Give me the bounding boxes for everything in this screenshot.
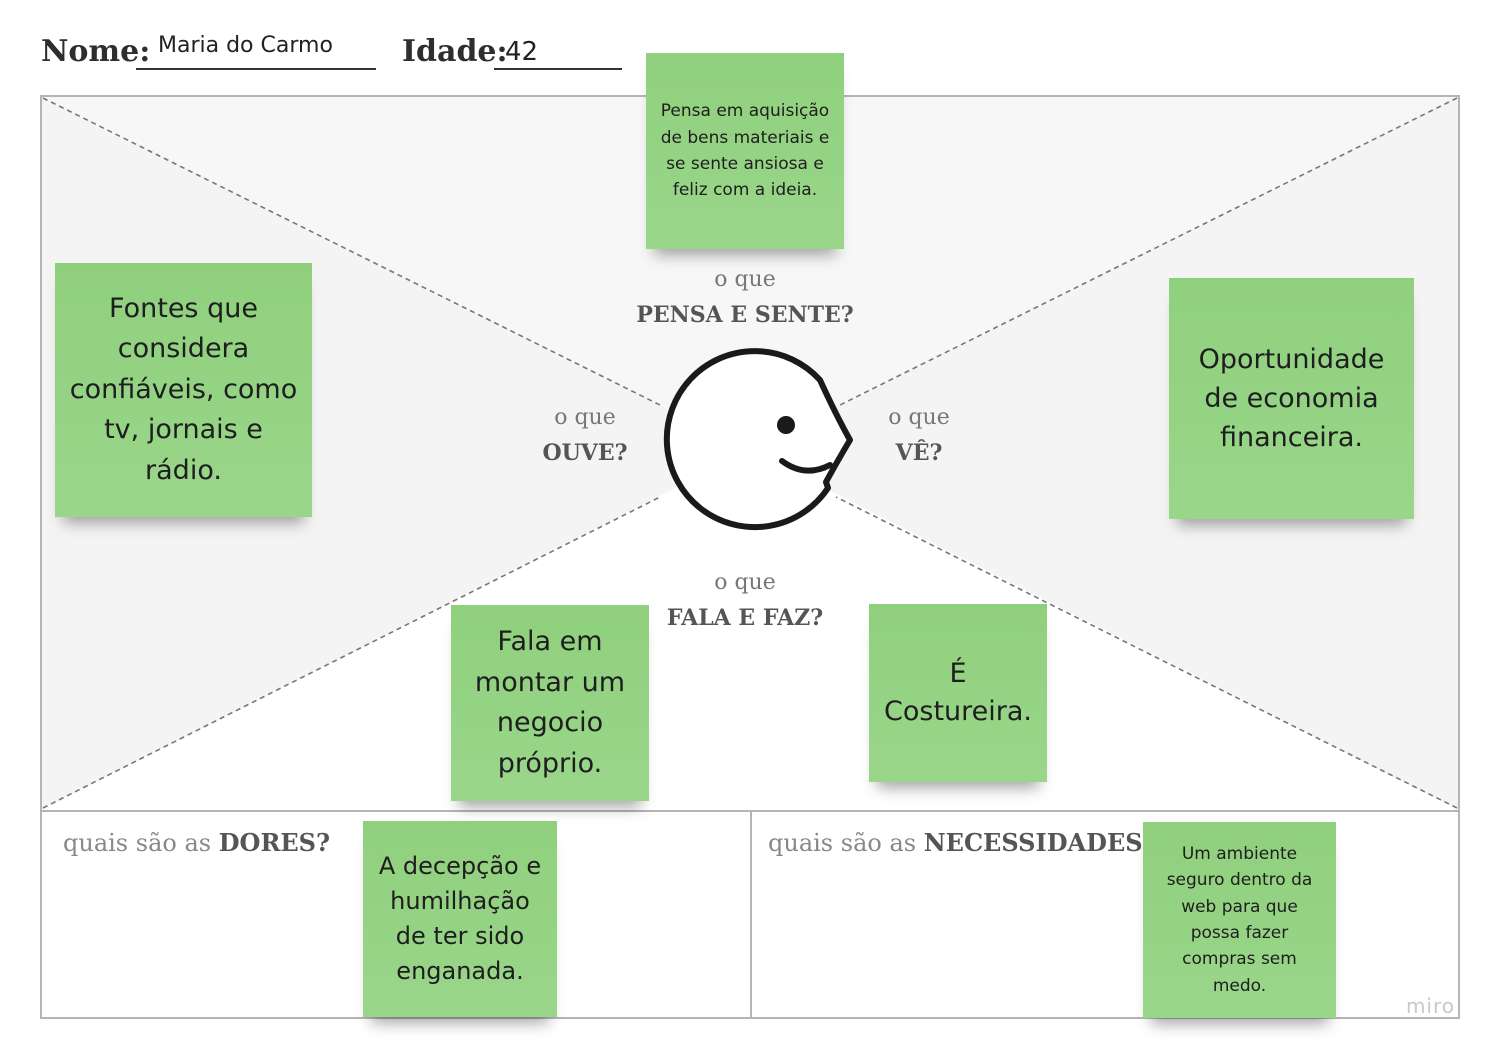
diagonal-bottom-right	[835, 496, 1458, 809]
needs-label: quais são as NECESSIDADES?	[768, 828, 1157, 857]
diagonal-top-left	[42, 97, 661, 406]
quadrant-right-prefix: o que	[888, 405, 950, 430]
quadrant-right-title: VÊ?	[895, 439, 943, 466]
quadrant-top-label: o que PENSA E SENTE?	[600, 266, 890, 329]
age-field-line	[494, 68, 622, 70]
quadrant-top-area	[41, 96, 1459, 450]
quadrant-bottom-label: o que FALA E FAZ?	[630, 569, 860, 632]
pains-prefix: quais são as	[63, 829, 212, 857]
quadrant-left-prefix: o que	[554, 405, 616, 430]
age-label: Idade:	[402, 34, 508, 69]
quadrant-left-label: o que OUVE?	[520, 404, 650, 467]
name-field-line	[136, 68, 376, 70]
sticky-note-sees[interactable]: Oportunidade de economia financeira.	[1169, 278, 1414, 519]
miro-watermark: miro	[1405, 994, 1455, 1018]
needs-prefix: quais são as	[768, 829, 917, 857]
quadrant-top-title: PENSA E SENTE?	[636, 301, 854, 328]
pains-label: quais são as DORES?	[63, 828, 330, 857]
quadrant-bottom-prefix: o que	[714, 570, 776, 595]
quadrant-left-title: OUVE?	[542, 439, 628, 466]
needs-title: NECESSIDADES?	[923, 828, 1157, 857]
diagonal-bottom-left	[42, 496, 661, 809]
pains-title: DORES?	[218, 828, 331, 857]
head-icon	[663, 348, 853, 531]
sticky-note-needs[interactable]: Um ambiente seguro dentro da web para qu…	[1143, 822, 1336, 1018]
quadrant-top-prefix: o que	[714, 267, 776, 292]
quadrant-right-label: o que VÊ?	[864, 404, 974, 467]
sticky-note-pains[interactable]: A decepção e humilhação de ter sido enga…	[363, 821, 557, 1017]
quadrant-bottom-title: FALA E FAZ?	[666, 604, 824, 631]
diagonal-top-right	[839, 97, 1458, 406]
sticky-note-hears[interactable]: Fontes que considera confiáveis, como tv…	[55, 263, 312, 517]
age-field[interactable]: 42	[505, 37, 539, 67]
name-label: Nome:	[41, 34, 151, 69]
quadrant-right-area	[750, 96, 1459, 810]
quadrant-bottom-area	[41, 450, 1459, 810]
sticky-note-does[interactable]: É Costureira.	[869, 604, 1047, 782]
sticky-note-thinks[interactable]: Pensa em aquisição de bens materiais e s…	[646, 53, 844, 249]
name-field[interactable]: Maria do Carmo	[158, 33, 333, 58]
sticky-note-says[interactable]: Fala em montar um negocio próprio.	[451, 605, 649, 801]
